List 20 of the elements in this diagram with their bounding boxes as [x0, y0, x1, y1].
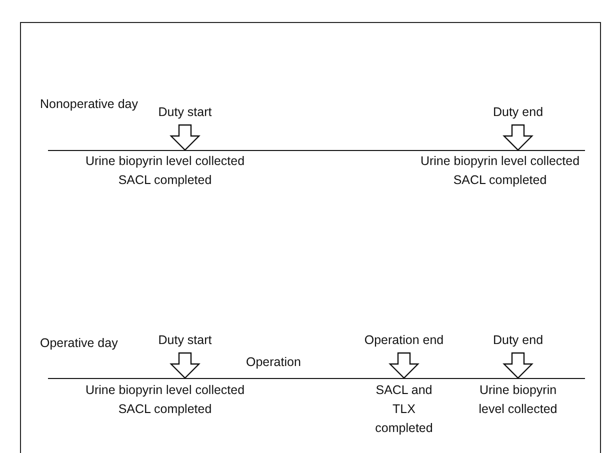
block-arrow	[502, 124, 534, 151]
event-label: Duty end	[492, 103, 544, 122]
section-heading: Operation	[246, 354, 301, 371]
event-label: Operation end	[364, 331, 444, 350]
timeline-line	[48, 378, 585, 379]
event-note: Urine biopyrin level collected SACL completed	[84, 153, 246, 189]
event-note: SACL and TLX completed	[374, 382, 434, 437]
event-note: Urine biopyrin level collected	[478, 382, 558, 418]
block-arrow	[170, 124, 200, 151]
block-arrow	[170, 352, 200, 379]
event-note: Urine biopyrin level collected SACL completed	[84, 382, 246, 418]
event-label: Duty end	[492, 331, 544, 350]
event-label: Duty start	[158, 103, 212, 122]
timeline-line	[48, 150, 585, 151]
section-heading: Operative day	[40, 335, 118, 352]
section-heading: Nonoperative day	[40, 96, 138, 113]
block-arrow	[388, 352, 420, 379]
event-label: Duty start	[158, 331, 212, 350]
block-arrow	[502, 352, 534, 379]
event-note: Urine biopyrin level collected SACL completed	[419, 153, 581, 189]
